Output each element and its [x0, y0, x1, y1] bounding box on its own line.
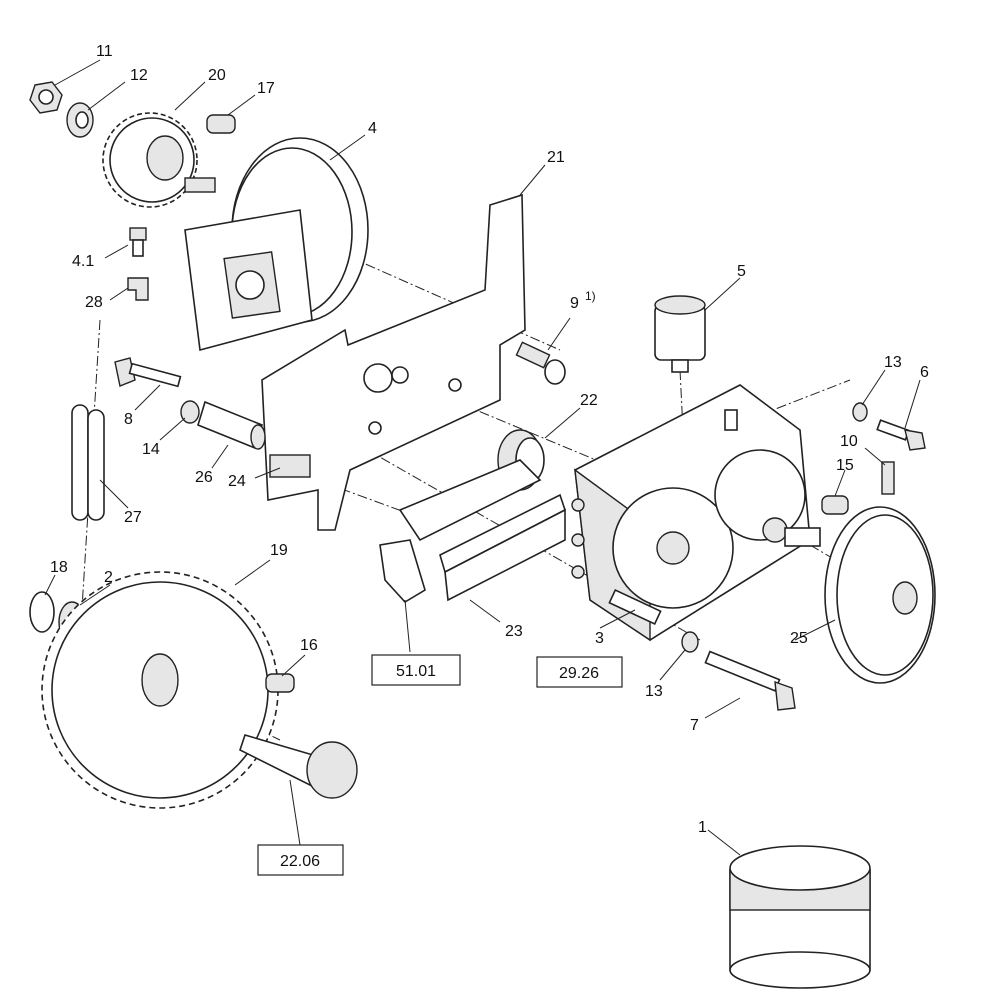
- label-16: 16: [300, 637, 318, 654]
- label-27: 27: [124, 509, 142, 526]
- nut-part-11[interactable]: [29, 81, 63, 114]
- label-4-1: 4.1: [72, 253, 94, 270]
- chain-part-27[interactable]: [71, 404, 105, 521]
- washer-part-14[interactable]: [180, 400, 200, 424]
- circlip-part-18[interactable]: [29, 591, 55, 633]
- label-13-top: 13: [884, 354, 902, 371]
- label-18: 18: [50, 559, 68, 576]
- sprocket-part-20[interactable]: [102, 112, 216, 208]
- gearbox-part-3[interactable]: [571, 384, 821, 642]
- label-28: 28: [85, 294, 103, 311]
- bolt-part-6[interactable]: [876, 419, 926, 451]
- label-1: 1: [698, 819, 707, 836]
- label-3: 3: [595, 630, 604, 647]
- screw-part-9[interactable]: [515, 341, 566, 385]
- reference-box-51-01[interactable]: 51.01: [371, 654, 461, 686]
- reference-box-22-06[interactable]: 22.06: [257, 844, 344, 876]
- bracket-part-21[interactable]: [261, 193, 526, 531]
- reference-51-01[interactable]: 51.01: [396, 663, 436, 680]
- key-part-16[interactable]: [265, 673, 295, 693]
- label-9-footnote: 1): [585, 289, 596, 303]
- elbow-fitting-part-28[interactable]: [127, 277, 149, 301]
- shaft-part[interactable]: [239, 734, 358, 799]
- rail-part-23[interactable]: [398, 459, 566, 602]
- sprocket-part-19[interactable]: [41, 571, 279, 809]
- label-21: 21: [547, 149, 565, 166]
- reference-box-29-26[interactable]: 29.26: [536, 656, 623, 688]
- washer-part-13-bottom[interactable]: [681, 631, 699, 653]
- bolt-part-8[interactable]: [114, 357, 182, 388]
- label-7: 7: [690, 717, 699, 734]
- sleeve-part-26[interactable]: [197, 400, 266, 450]
- label-14: 14: [142, 441, 160, 458]
- leader-lines: [44, 59, 921, 856]
- label-26: 26: [195, 469, 213, 486]
- key-part-17[interactable]: [206, 114, 236, 134]
- slide-block[interactable]: [379, 539, 426, 604]
- grease-container-part-1[interactable]: [729, 845, 871, 989]
- bolt-part-7[interactable]: [704, 650, 796, 711]
- label-11: 11: [96, 43, 113, 60]
- washer-part-12[interactable]: [66, 102, 94, 138]
- fitting-part-4-1[interactable]: [129, 227, 147, 257]
- label-6: 6: [920, 364, 929, 381]
- label-24: 24: [228, 473, 246, 490]
- label-15: 15: [836, 457, 854, 474]
- label-9: 9: [570, 295, 579, 312]
- label-13-bottom: 13: [645, 683, 663, 700]
- label-4: 4: [368, 120, 377, 137]
- set-screw-part-10[interactable]: [881, 461, 895, 495]
- part-labels: 11 12 20 17 4 21 4.1 28 5 9 1) 13 6 8 14…: [50, 43, 929, 836]
- reference-22-06[interactable]: 22.06: [280, 853, 320, 870]
- label-25: 25: [790, 630, 808, 647]
- pulley-part-25[interactable]: [824, 506, 936, 684]
- reference-29-26[interactable]: 29.26: [559, 665, 599, 682]
- label-19: 19: [270, 542, 288, 559]
- label-12: 12: [130, 67, 148, 84]
- key-part-15[interactable]: [821, 495, 849, 515]
- washer-part-13-top[interactable]: [852, 402, 868, 422]
- label-2: 2: [104, 569, 113, 586]
- label-22: 22: [580, 392, 598, 409]
- label-8: 8: [124, 411, 133, 428]
- label-5: 5: [737, 263, 746, 280]
- label-23: 23: [505, 623, 523, 640]
- label-17: 17: [257, 80, 275, 97]
- label-20: 20: [208, 67, 226, 84]
- filter-part-5[interactable]: [654, 295, 706, 373]
- gear-unit-part-4[interactable]: [184, 137, 369, 352]
- label-10: 10: [840, 433, 858, 450]
